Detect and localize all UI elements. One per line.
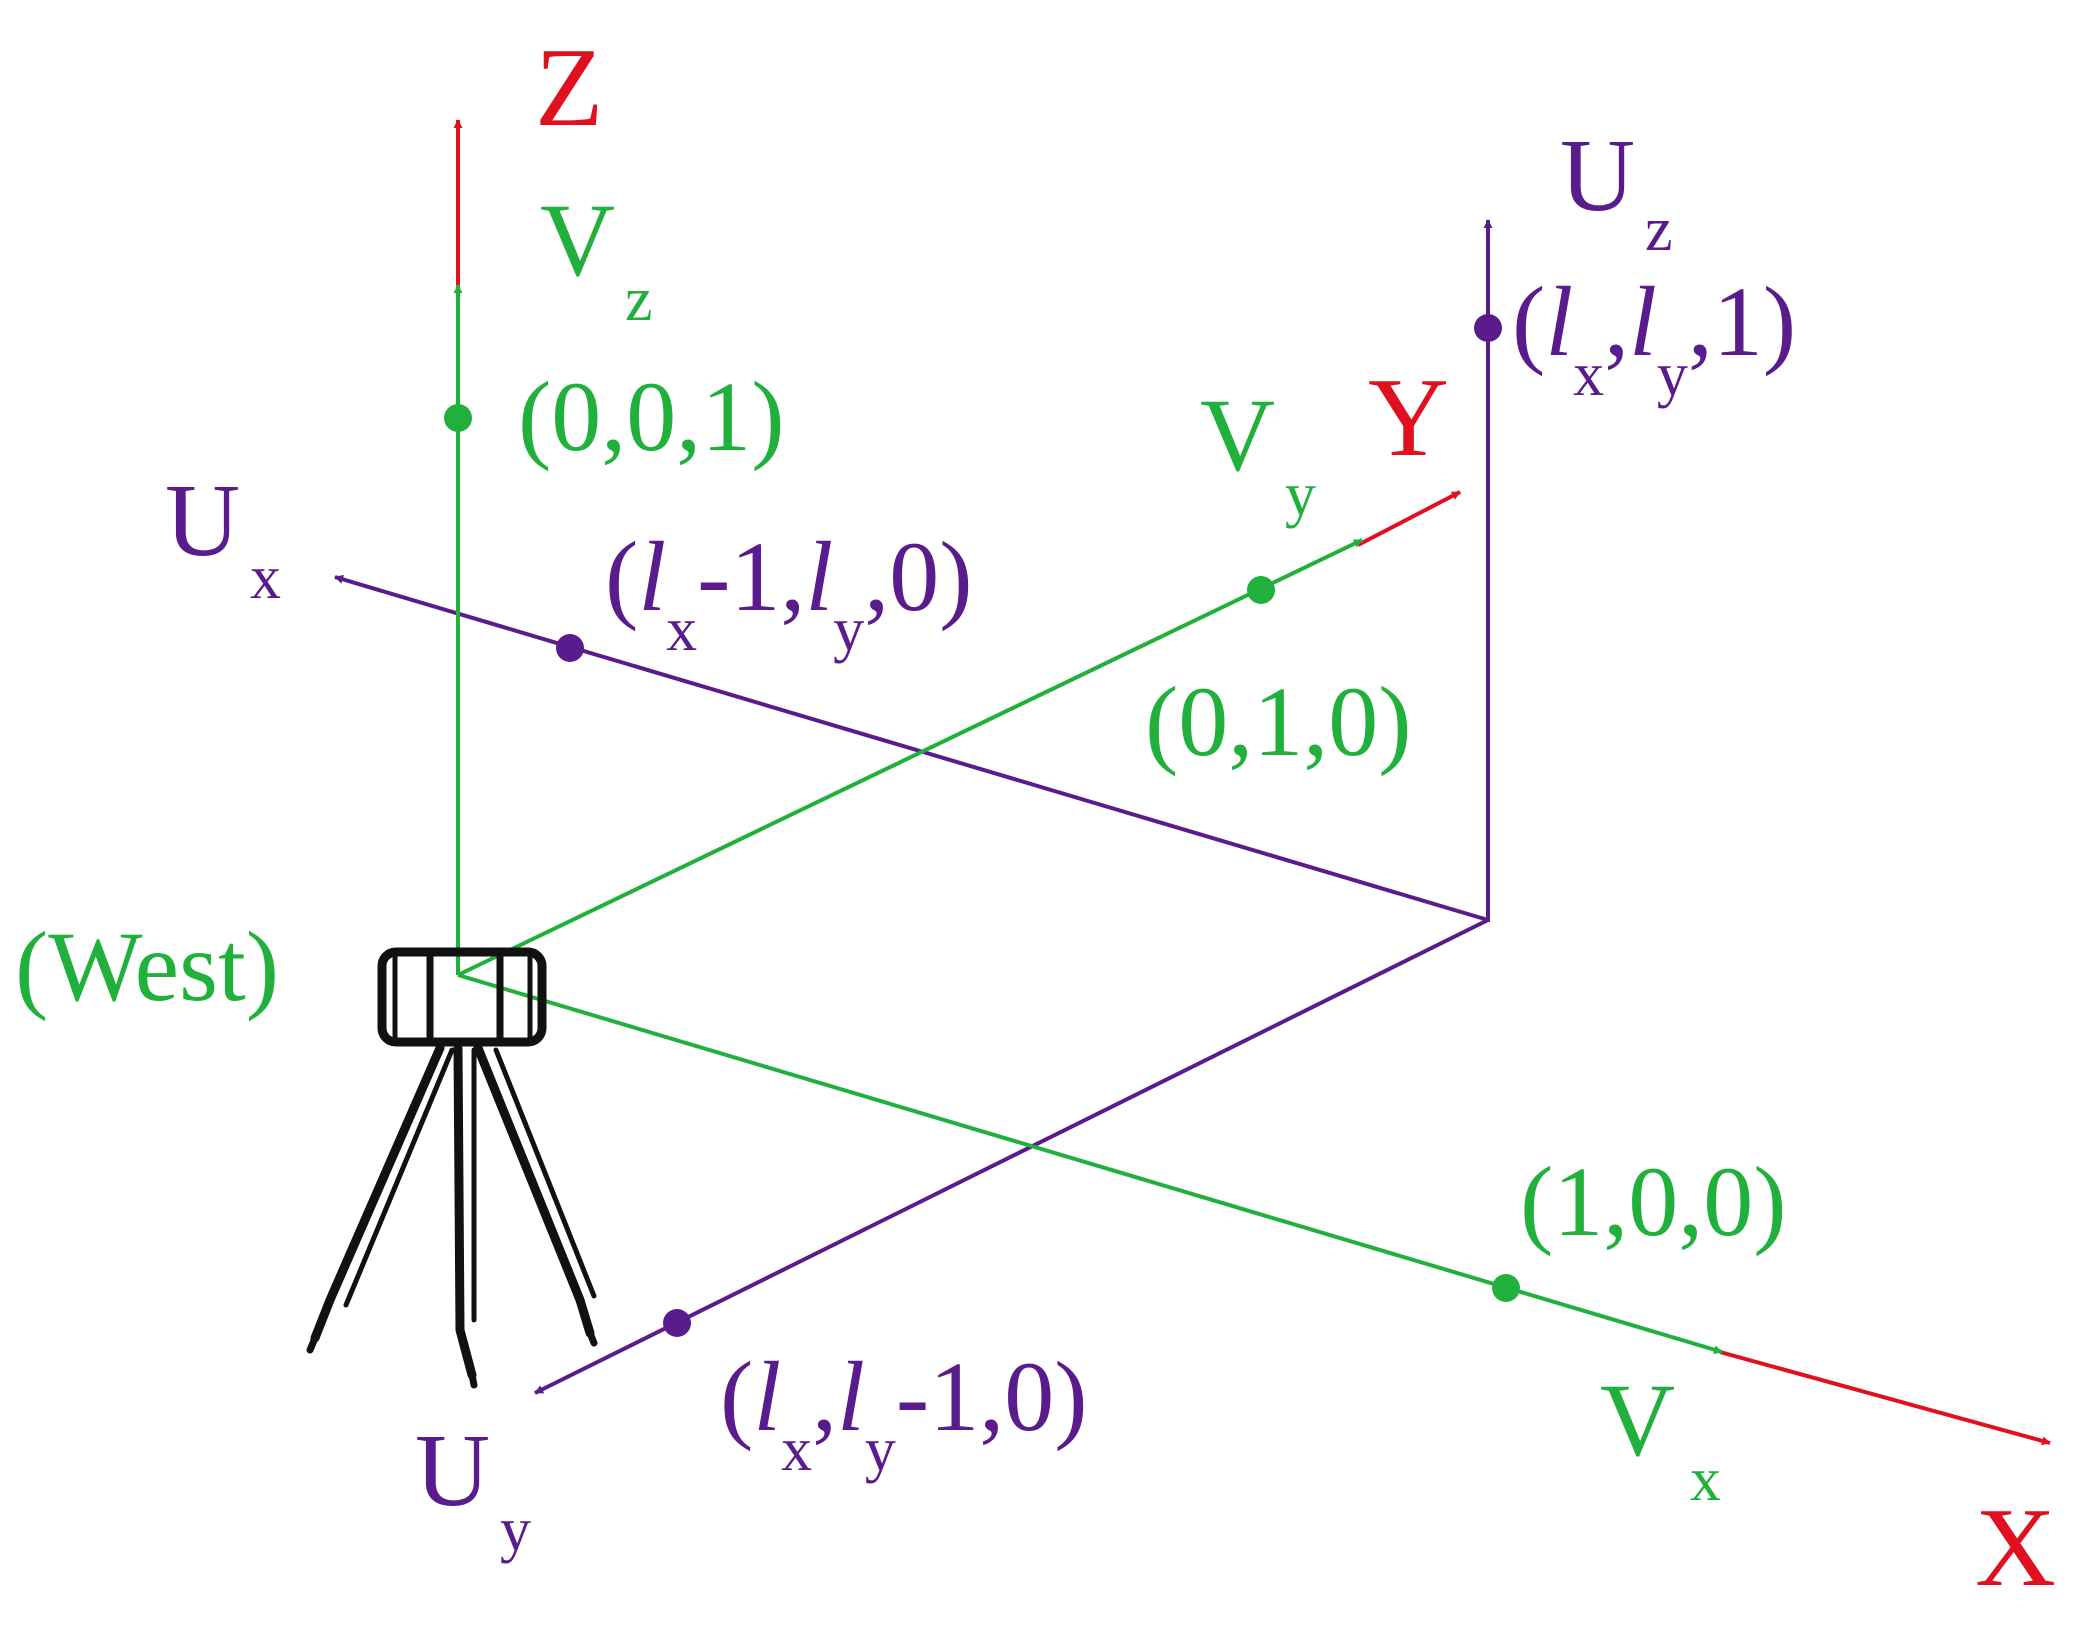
ux-point-marker <box>556 634 584 662</box>
vz-point-label: (0,0,1) <box>518 361 785 472</box>
x-axis-label: X <box>1975 1486 2056 1610</box>
uy-subscript: y <box>500 1496 531 1564</box>
uz-point-label: (lx,ly,1) <box>1512 266 1796 409</box>
west-label: (West) <box>15 911 279 1022</box>
vy-label: V <box>1200 378 1275 493</box>
vy-point-label: (0,1,0) <box>1145 666 1412 777</box>
vx-subscript: x <box>1690 1446 1721 1514</box>
ux-vector-line <box>334 574 1489 922</box>
vy-subscript: y <box>1285 461 1316 529</box>
vx-point-marker <box>1492 1274 1520 1302</box>
vz-point-marker <box>444 404 472 432</box>
uz-point-marker <box>1474 314 1502 342</box>
vz-subscript: z <box>625 266 653 334</box>
vy-point-marker <box>1247 576 1275 604</box>
vy-vector-line <box>457 538 1363 977</box>
vx-label: V <box>1600 1363 1675 1478</box>
tripod-scanner-icon <box>306 947 598 1389</box>
uy-vector-line <box>534 918 1489 1395</box>
ux-subscript: x <box>250 544 281 612</box>
y-axis-label: Y <box>1368 356 1449 480</box>
vx-point-label: (1,0,0) <box>1520 1146 1787 1257</box>
uz-subscript: z <box>1645 196 1673 264</box>
ux-point-label: (lx-1,ly,0) <box>605 521 973 664</box>
uy-point-label: (lx,ly-1,0) <box>720 1341 1088 1484</box>
x-axis-line <box>1719 1350 2051 1446</box>
y-axis-line <box>1357 490 1461 547</box>
ux-label: U <box>165 463 240 578</box>
uy-point-marker <box>663 1309 691 1337</box>
uz-label: U <box>1560 118 1635 233</box>
vz-label: V <box>540 183 615 298</box>
z-axis-label: Z <box>535 26 603 150</box>
uy-label: U <box>415 1413 490 1528</box>
